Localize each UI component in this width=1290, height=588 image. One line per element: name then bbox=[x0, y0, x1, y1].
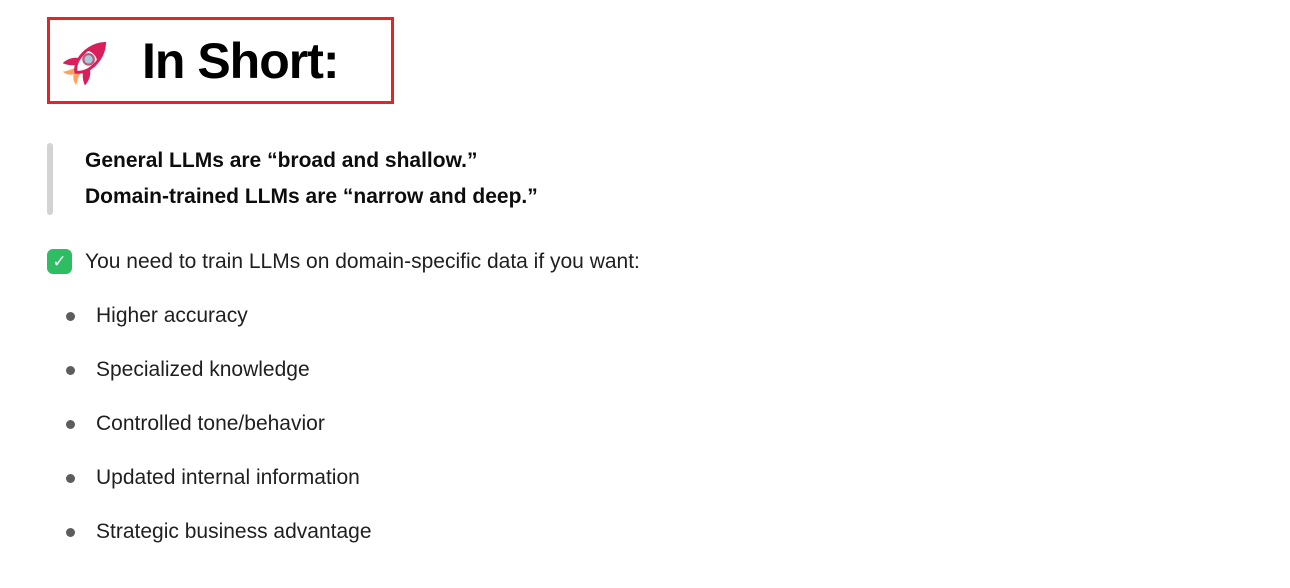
quote-bar bbox=[47, 143, 53, 215]
page-title: In Short: bbox=[142, 32, 340, 89]
bullet-icon bbox=[66, 527, 75, 537]
quote-lines: General LLMs are “broad and shallow.” Do… bbox=[85, 143, 538, 215]
bullet-icon bbox=[66, 419, 75, 429]
check-mark-icon: ✓ bbox=[47, 249, 72, 274]
bullet-icon bbox=[66, 365, 75, 375]
callout-text: You need to train LLMs on domain-specifi… bbox=[85, 249, 640, 273]
list-item: Updated internal information bbox=[66, 464, 1290, 492]
bullet-list: Higher accuracy Specialized knowledge Co… bbox=[47, 302, 1290, 546]
quote-line: Domain-trained LLMs are “narrow and deep… bbox=[85, 185, 538, 208]
list-item-label: Strategic business advantage bbox=[96, 520, 372, 543]
quote-line: General LLMs are “broad and shallow.” bbox=[85, 149, 478, 172]
list-item: Strategic business advantage bbox=[66, 518, 1290, 546]
bullet-icon bbox=[66, 311, 75, 321]
list-item: Specialized knowledge bbox=[66, 356, 1290, 384]
bullet-icon bbox=[66, 473, 75, 483]
quote-block: General LLMs are “broad and shallow.” Do… bbox=[47, 143, 1290, 215]
list-item-label: Controlled tone/behavior bbox=[96, 412, 325, 435]
list-item-label: Higher accuracy bbox=[96, 304, 248, 327]
list-item-label: Updated internal information bbox=[96, 466, 360, 489]
list-item: Controlled tone/behavior bbox=[66, 410, 1290, 438]
rocket-icon bbox=[62, 41, 107, 85]
list-item: Higher accuracy bbox=[66, 302, 1290, 330]
list-item-label: Specialized knowledge bbox=[96, 358, 310, 381]
checklist-intro: ✓ You need to train LLMs on domain-speci… bbox=[47, 249, 1290, 274]
in-short-header-box: In Short: bbox=[47, 17, 394, 104]
